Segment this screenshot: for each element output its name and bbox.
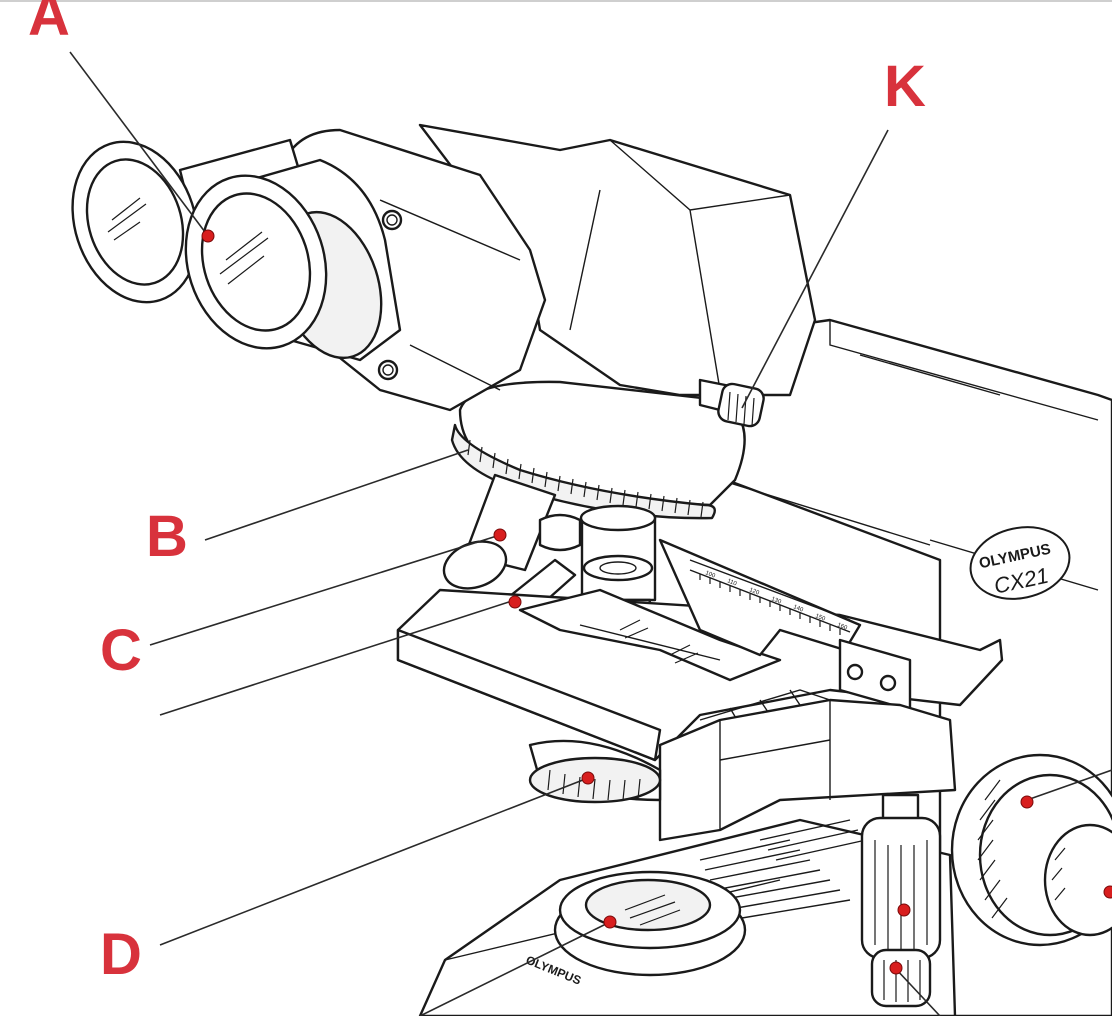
markers <box>201 229 1112 975</box>
marker-slide-lever <box>508 595 522 609</box>
marker-fine-focus <box>1103 885 1112 899</box>
leader-c2 <box>159 599 516 716</box>
illuminator: OLYMPUS <box>524 870 747 988</box>
callout-d: D <box>100 922 142 987</box>
callout-a: A <box>28 0 70 48</box>
objective-c <box>442 473 557 590</box>
scale-tick-6: 160 <box>836 622 848 632</box>
leader-lamp <box>419 921 611 1016</box>
callout-k: K <box>884 54 926 119</box>
eyepiece-right <box>184 158 402 362</box>
scale-tick-0: 100 <box>704 570 716 580</box>
leader-c1 <box>149 534 501 646</box>
leader-lines <box>69 51 1112 1016</box>
marker-field-lens <box>603 915 617 929</box>
scale-tick-2: 120 <box>748 587 760 597</box>
marker-stage-knob-lower <box>889 961 903 975</box>
marker-coarse-focus <box>1020 795 1034 809</box>
scale-tick-1: 110 <box>726 578 738 587</box>
scale-tick-5: 150 <box>814 613 826 623</box>
stage-control-knob <box>860 793 942 1008</box>
scale-tick-4: 140 <box>792 604 804 614</box>
marker-condenser <box>581 771 595 785</box>
leader-k <box>741 129 889 409</box>
leader-focus <box>1026 769 1112 801</box>
leader-a <box>69 51 209 237</box>
focus-knob <box>950 753 1112 947</box>
clamp-knob-k <box>698 378 765 428</box>
scale-tick-3: 130 <box>770 596 782 606</box>
leader-d <box>159 777 589 946</box>
brand-badge: OLYMPUS CX21 <box>969 526 1071 600</box>
callout-b: B <box>146 504 188 569</box>
callout-labels: A K B C D <box>28 0 926 987</box>
marker-stage-knob-upper <box>897 903 911 917</box>
callout-c: C <box>100 618 142 683</box>
condenser-d <box>528 739 662 804</box>
stage-scale: 100 110 120 130 140 150 160 <box>689 569 851 635</box>
marker-objective <box>493 528 507 542</box>
leader-b <box>204 449 469 541</box>
mechanical-stage: 100 110 120 130 140 150 160 <box>396 538 1004 842</box>
marker-eyepiece <box>201 229 215 243</box>
leader-stage-knob <box>894 967 941 1016</box>
